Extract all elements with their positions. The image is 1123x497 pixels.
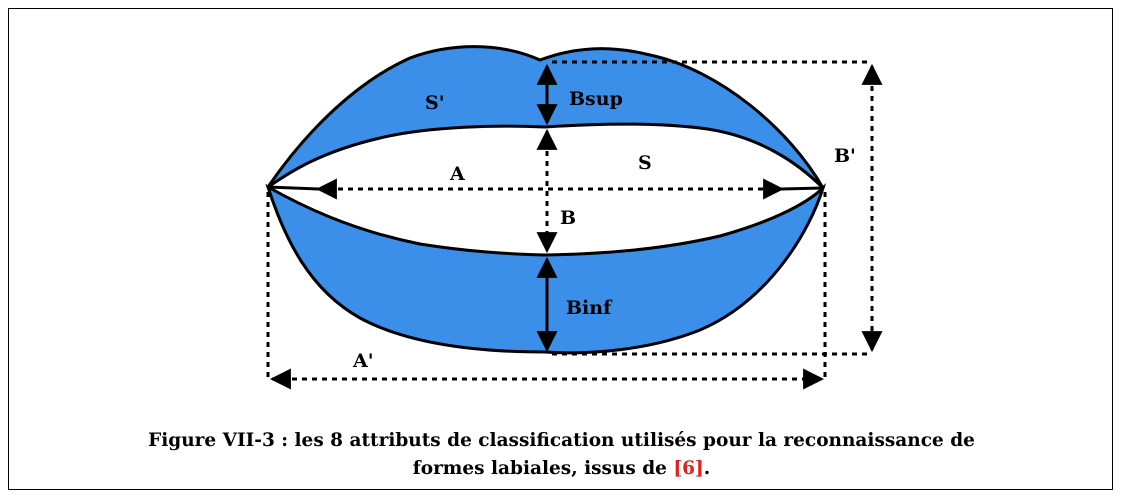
label-bsup: Bsup <box>569 88 623 110</box>
figure-caption: Figure VII-3 : les 8 attributs de classi… <box>40 427 1083 483</box>
label-b: B <box>560 207 576 229</box>
label-binf: Binf <box>566 297 613 319</box>
lip-corner-line-right <box>781 186 824 191</box>
lip-corner-line <box>267 185 319 191</box>
caption-line-2-end: . <box>703 458 711 479</box>
caption-line-2-text: formes labiales, issus de <box>412 458 674 479</box>
label-a: A <box>449 163 465 185</box>
label-s-prime: S' <box>425 92 445 114</box>
citation-reference[interactable]: [6] <box>673 458 704 479</box>
caption-line-2: formes labiales, issus de [6]. <box>40 455 1083 483</box>
label-a-prime: A' <box>352 350 374 372</box>
lip-diagram: S' Bsup B' A S B Binf A' <box>265 45 883 390</box>
label-b-prime: B' <box>834 145 856 167</box>
caption-line-1: Figure VII-3 : les 8 attributs de classi… <box>148 430 975 451</box>
label-s: S <box>638 152 652 174</box>
